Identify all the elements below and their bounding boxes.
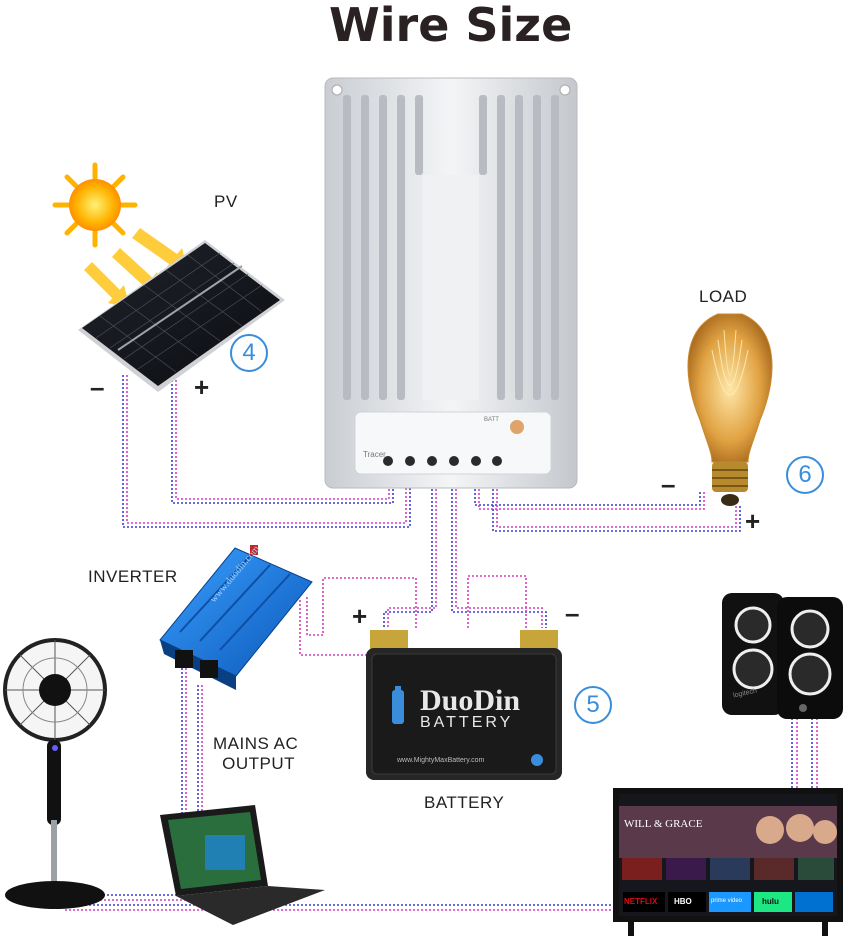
light-bulb [687, 313, 773, 506]
label-mains-ac: MAINS AC OUTPUT [213, 734, 298, 774]
tv-show-title: WILL & GRACE [624, 818, 703, 830]
charge-controller [324, 77, 578, 489]
controller-brand: Tracer [363, 450, 386, 459]
tv-app-hbo: HBO [674, 897, 692, 906]
label-mains-line2: OUTPUT [222, 754, 296, 773]
load-minus-sign: – [661, 469, 676, 499]
power-inverter [159, 545, 313, 690]
tv-app-prime: prime video [711, 898, 743, 904]
marker-6: 6 [786, 456, 824, 494]
speakers [722, 593, 843, 719]
battery-word: BATTERY [420, 714, 514, 731]
battery-plus-sign: + [352, 601, 368, 631]
pv-plus-sign: + [194, 372, 210, 402]
wire-battery-positive [383, 465, 433, 628]
wire-load-positive [492, 465, 741, 532]
controller-batt: BATT [484, 417, 499, 423]
laptop [160, 805, 325, 925]
label-inverter: INVERTER [88, 567, 178, 586]
label-load: LOAD [699, 287, 748, 306]
battery-minus-sign: – [565, 598, 580, 628]
tv-app-netflix: NETFLIX [624, 897, 658, 906]
wire-battery-negative [451, 465, 547, 628]
pv-minus-sign: – [90, 372, 105, 402]
label-battery: BATTERY [424, 793, 505, 812]
solar-panel [78, 240, 285, 392]
standing-fan [3, 638, 107, 909]
marker-4: 4 [230, 334, 268, 372]
battery-unit [366, 630, 562, 780]
tv-app-hulu: hulu [762, 897, 779, 906]
label-pv: PV [214, 192, 238, 211]
marker-5: 5 [574, 686, 612, 724]
wire-inverter-battery [306, 577, 417, 636]
wire-pv-negative [122, 375, 411, 528]
wire-pv-positive [171, 372, 394, 504]
load-plus-sign: + [745, 506, 761, 536]
battery-url: www.MightyMaxBattery.com [397, 757, 485, 764]
battery-brand: DuoDin [420, 684, 521, 717]
sun-icon [52, 162, 138, 248]
page-title: Wire Size [329, 0, 573, 52]
television [613, 788, 843, 936]
label-mains-line1: MAINS AC [213, 734, 299, 753]
